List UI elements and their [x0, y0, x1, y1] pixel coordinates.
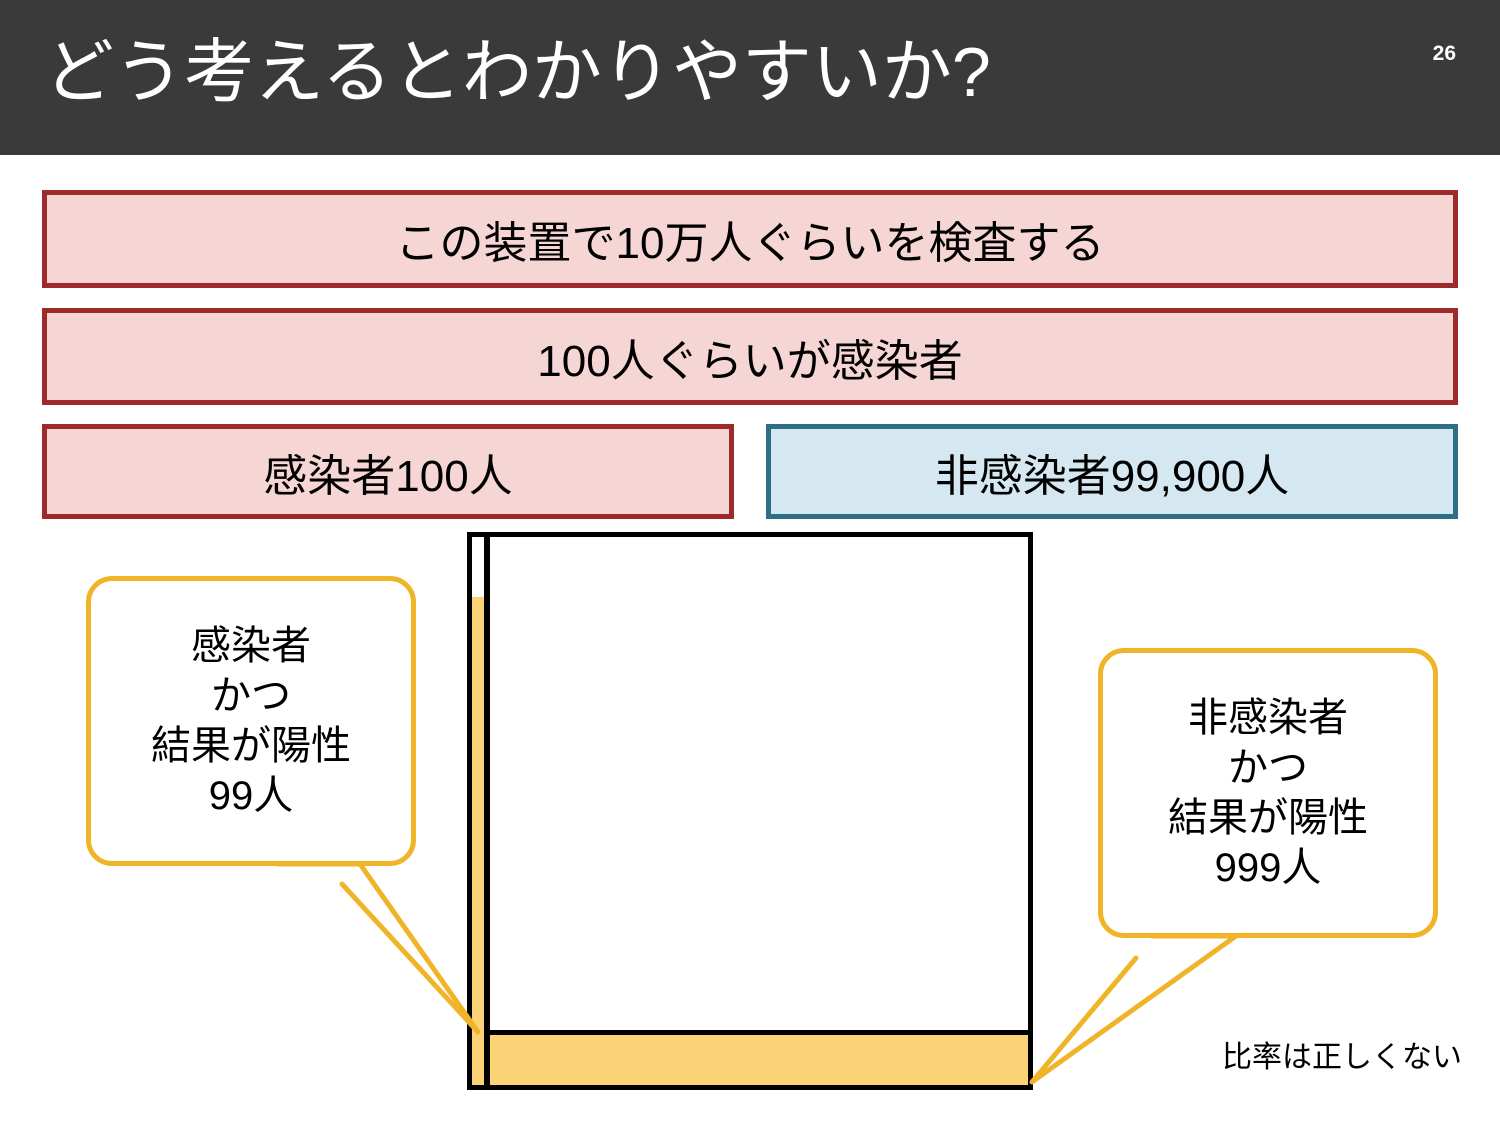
statement-box-infected-count-label: 100人ぐらいが感染者 — [537, 336, 963, 386]
callout-noninfected-positive-line2: かつ — [1228, 746, 1308, 790]
statement-box-noninfected-group: 非感染者99,900人 — [766, 424, 1458, 519]
noninfected-group-square — [485, 532, 1033, 1090]
callout-tail-left — [275, 861, 481, 1035]
callout-infected-positive-line4: 99人 — [208, 774, 294, 818]
callout-infected-positive: 感染者 かつ 結果が陽性 99人 — [86, 576, 416, 866]
callout-infected-positive-line2: かつ — [211, 674, 291, 718]
slide-header: どう考えるとわかりやすいか? 26 — [0, 0, 1500, 155]
page-title: どう考えるとわかりやすいか? — [44, 33, 991, 111]
statement-box-infected-group: 感染者100人 — [42, 424, 734, 519]
callout-noninfected-positive: 非感染者 かつ 結果が陽性 999人 — [1098, 648, 1438, 938]
callout-infected-positive-line3: 結果が陽性 — [151, 724, 351, 768]
callout-noninfected-positive-line4: 999人 — [1214, 846, 1322, 890]
statement-box-noninfected-group-label: 非感染者99,900人 — [934, 451, 1290, 501]
callout-tail-right — [1029, 933, 1239, 1085]
statement-box-infected-count: 100人ぐらいが感染者 — [42, 308, 1458, 405]
infected-positive-region — [472, 597, 484, 1085]
page-number: 26 — [1432, 42, 1456, 65]
callout-noninfected-positive-line3: 結果が陽性 — [1168, 796, 1368, 840]
ratio-disclaimer-note: 比率は正しくない — [1222, 1041, 1462, 1074]
callout-noninfected-positive-line1: 非感染者 — [1188, 696, 1348, 740]
statement-box-total-tested: この装置で10万人ぐらいを検査する — [42, 190, 1458, 288]
statement-box-total-tested-label: この装置で10万人ぐらいを検査する — [395, 219, 1105, 268]
statement-box-infected-group-label: 感染者100人 — [263, 451, 513, 501]
callout-infected-positive-line1: 感染者 — [191, 624, 311, 668]
noninfected-positive-region — [490, 1030, 1028, 1085]
